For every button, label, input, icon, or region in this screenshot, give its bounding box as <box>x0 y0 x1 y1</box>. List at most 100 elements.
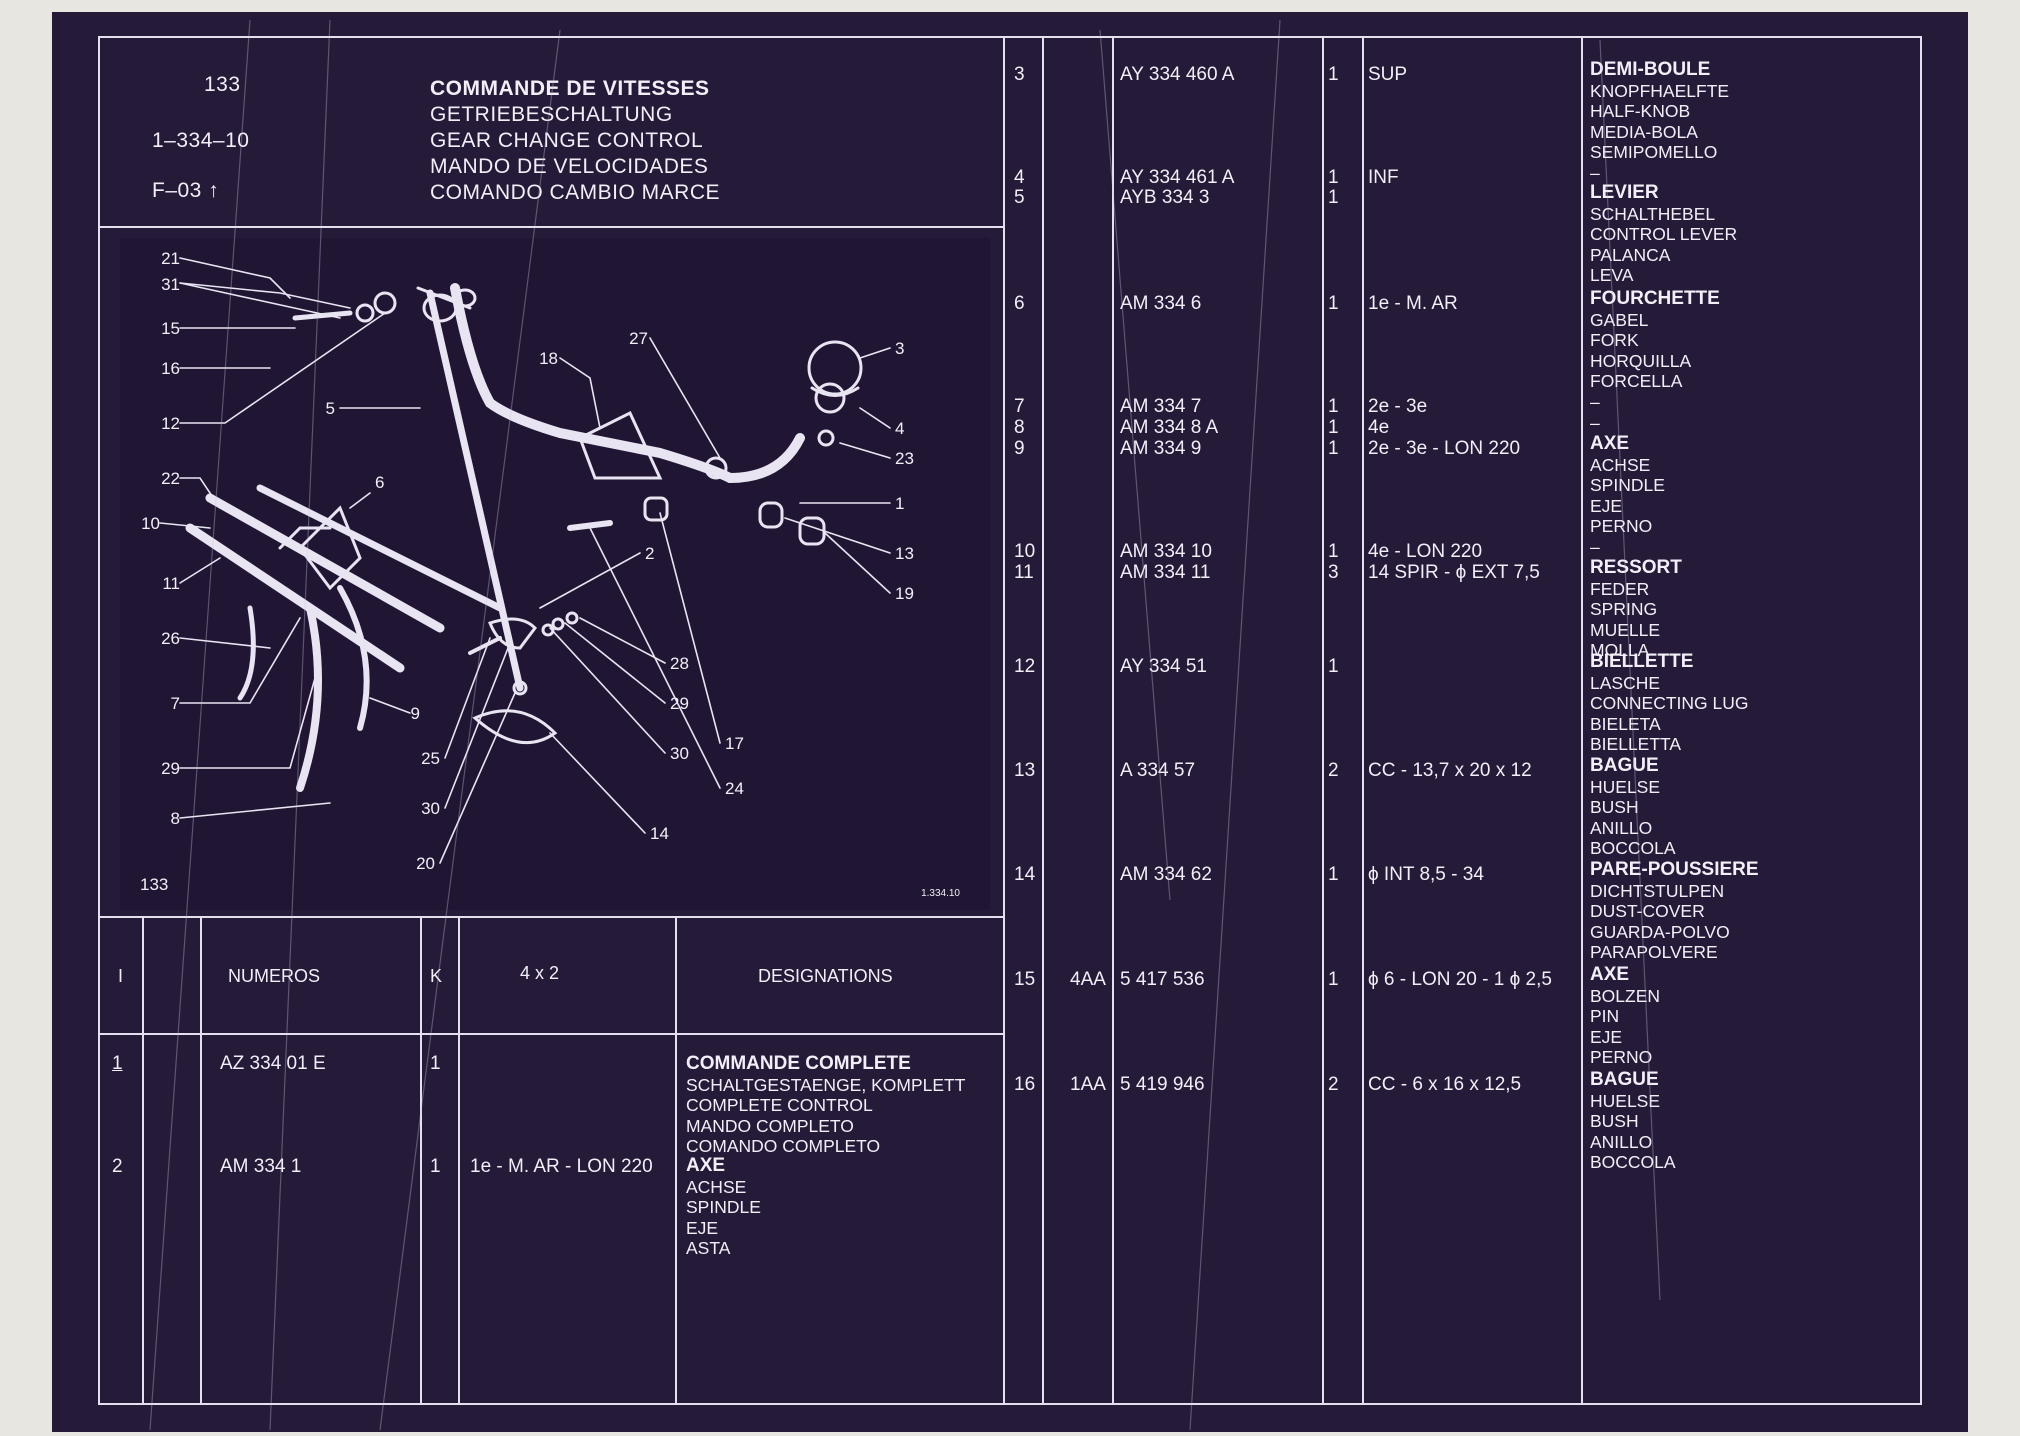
row-index: 10 <box>1014 541 1036 562</box>
callout-23: 23 <box>895 449 914 468</box>
callout-20: 20 <box>416 854 435 873</box>
reference-number: 1–334–10 <box>152 129 250 152</box>
part-code: 4AA <box>1070 969 1106 990</box>
spec: CC - 6 x 16 x 12,5 <box>1368 1074 1522 1095</box>
row-index: 1 <box>112 1053 123 1074</box>
quantity: 1 <box>1328 438 1339 459</box>
callout-15: 15 <box>161 319 180 338</box>
part-code: 1AA <box>1070 1074 1106 1095</box>
title-en: GEAR CHANGE CONTROL <box>430 129 704 152</box>
quantity: 1 <box>1328 64 1339 85</box>
callout-29: 29 <box>161 759 180 778</box>
col-head-variant: 4 x 2 <box>520 963 560 983</box>
divider-left-panel <box>1003 38 1005 1403</box>
part-number: 5 419 946 <box>1120 1074 1205 1095</box>
callout-9: 9 <box>411 704 420 723</box>
part-number: AYB 334 3 <box>1120 187 1210 208</box>
callout-30: 30 <box>670 744 689 763</box>
designation: – <box>1590 163 1600 183</box>
callout-18: 18 <box>539 349 558 368</box>
callout-8: 8 <box>171 809 180 828</box>
row-index: 8 <box>1014 417 1025 438</box>
title-de: GETRIEBESCHALTUNG <box>430 103 673 126</box>
quantity: 1 <box>1328 541 1339 562</box>
row-index: 2 <box>112 1156 123 1177</box>
callout-16: 16 <box>161 359 180 378</box>
callout-6: 6 <box>375 473 384 492</box>
callout-28: 28 <box>670 654 689 673</box>
row-index: 6 <box>1014 293 1025 314</box>
spec: SUP <box>1368 64 1408 85</box>
row-index: 4 <box>1014 167 1025 188</box>
designation: – <box>1590 413 1600 433</box>
part-number: AM 334 8 A <box>1120 417 1219 438</box>
spec: ϕ INT 8,5 - 34 <box>1368 864 1484 885</box>
callout-5: 5 <box>326 399 335 418</box>
quantity: 1 <box>1328 187 1339 208</box>
part-number: AM 334 11 <box>1120 562 1211 583</box>
quantity: 3 <box>1328 562 1339 583</box>
row-index: 12 <box>1014 656 1036 677</box>
callout-24: 24 <box>725 779 744 798</box>
spec: CC - 13,7 x 20 x 12 <box>1368 760 1532 781</box>
quantity: 1 <box>430 1156 441 1177</box>
col-head-k: K <box>430 966 443 986</box>
row-index: 14 <box>1014 864 1036 885</box>
quantity: 2 <box>1328 1074 1339 1095</box>
part-number: A 334 57 <box>1120 760 1196 781</box>
callout-26: 26 <box>161 629 180 648</box>
row-index: 7 <box>1014 396 1025 417</box>
spec: INF <box>1368 167 1399 188</box>
part-number: 5 417 536 <box>1120 969 1205 990</box>
title-block: COMMANDE DE VITESSES GETRIEBESCHALTUNG G… <box>430 76 720 206</box>
quantity: 1 <box>1328 417 1339 438</box>
spec: 4e <box>1368 417 1390 438</box>
callout-2: 2 <box>645 544 654 563</box>
part-number: AZ 334 01 E <box>220 1053 326 1074</box>
figure-reference: 1.334.10 <box>921 888 960 899</box>
quantity: 2 <box>1328 760 1339 781</box>
part-number: AM 334 1 <box>220 1156 302 1177</box>
diagram-page-label: 133 <box>140 875 168 894</box>
row-index: 11 <box>1014 562 1034 583</box>
callout-1: 1 <box>895 494 904 513</box>
callout-21: 21 <box>161 249 180 268</box>
callout-30b: 30 <box>421 799 440 818</box>
spec: 1e - M. AR - LON 220 <box>470 1156 653 1177</box>
callout-22: 22 <box>161 469 180 488</box>
spec: 4e - LON 220 <box>1368 541 1483 562</box>
part-number: AY 334 51 <box>1120 656 1207 677</box>
callout-19: 19 <box>895 584 914 603</box>
quantity: 1 <box>1328 396 1339 417</box>
callout-25: 25 <box>421 749 440 768</box>
row-index: 5 <box>1014 187 1025 208</box>
col-head-designations: DESIGNATIONS <box>758 966 893 986</box>
callout-27: 27 <box>629 329 648 348</box>
quantity: 1 <box>1328 656 1339 677</box>
callout-3: 3 <box>895 339 904 358</box>
spec: 2e - 3e - LON 220 <box>1368 438 1521 459</box>
quantity: 1 <box>1328 167 1339 188</box>
diagram-callouts: 21 31 15 16 12 5 22 6 10 11 26 7 29 8 27… <box>140 249 960 899</box>
page-number: 133 <box>204 73 241 96</box>
location-code: F–03 ↑ <box>152 179 220 202</box>
callout-17: 17 <box>725 734 744 753</box>
callout-11: 11 <box>162 574 180 593</box>
divider-colheads <box>100 1033 1003 1035</box>
callout-7: 7 <box>171 694 180 713</box>
designation: – <box>1590 392 1600 412</box>
spec: 1e - M. AR <box>1368 293 1458 314</box>
callout-14: 14 <box>650 824 669 843</box>
title-it: COMANDO CAMBIO MARCE <box>430 181 721 204</box>
quantity: 1 <box>1328 864 1339 885</box>
quantity: 1 <box>1328 293 1339 314</box>
title-fr: COMMANDE DE VITESSES <box>430 77 710 100</box>
arrow-up-icon: ↑ <box>208 179 220 202</box>
